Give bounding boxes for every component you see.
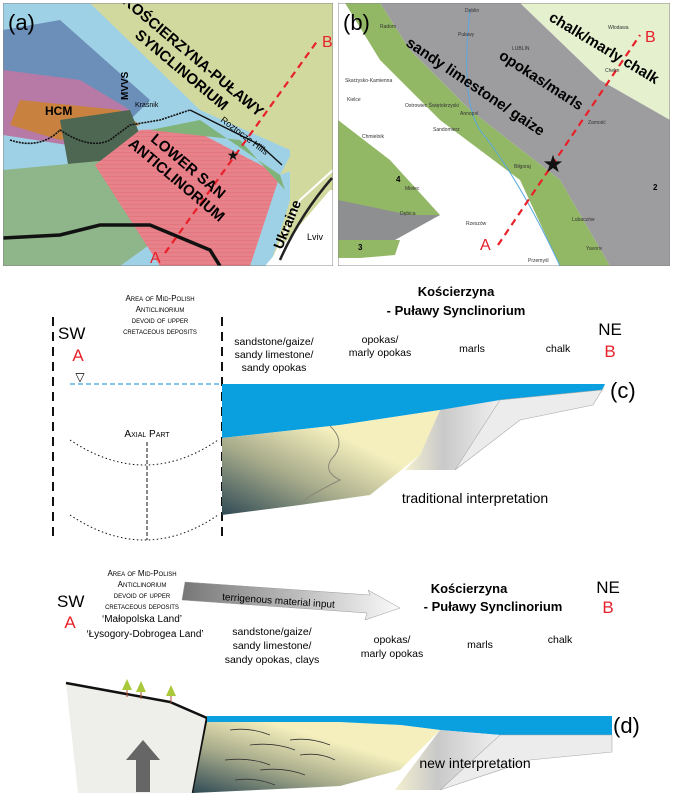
town-label: Puławy bbox=[458, 32, 475, 38]
town-label: Biłgoraj bbox=[514, 164, 531, 170]
town-label: Rzeszów bbox=[466, 221, 487, 227]
water-level-icon: ▽ bbox=[75, 370, 85, 384]
point-b-label: B bbox=[602, 598, 613, 617]
area-text: Area of Mid-Polish bbox=[107, 569, 176, 578]
town-label: Lubaczów bbox=[572, 217, 595, 223]
area-text: Anticlinorium bbox=[136, 305, 185, 314]
town-label: Dęblin bbox=[465, 8, 479, 14]
hcm-label: HCM bbox=[45, 104, 72, 118]
ne-label: NE bbox=[596, 578, 620, 597]
town-label: Ostrowiec Świętokrzyski bbox=[405, 101, 459, 109]
uplift-arrow-icon bbox=[126, 740, 160, 792]
column-label: sandstone/gaize/ bbox=[234, 336, 313, 348]
town-label: Skarżysko-Kamienna bbox=[345, 78, 392, 84]
column-label: chalk bbox=[546, 343, 571, 355]
column-label: marls bbox=[459, 343, 485, 355]
section-title: Kościerzyna bbox=[431, 581, 508, 596]
caption-d: new interpretation bbox=[419, 755, 530, 771]
town-label: Chmielnik bbox=[362, 134, 384, 140]
panel-label-c: (c) bbox=[610, 378, 636, 403]
column-label: sandy limestone/ bbox=[235, 349, 314, 361]
point-a-label: A bbox=[64, 613, 76, 632]
town-label: Sandomierz bbox=[433, 127, 460, 133]
area-text: devoid of upper bbox=[114, 591, 171, 600]
land-block bbox=[66, 683, 207, 793]
water-body bbox=[207, 716, 612, 735]
water-body bbox=[222, 384, 605, 438]
column-label: marls bbox=[467, 639, 493, 651]
column-label: sandy opokas, clays bbox=[225, 654, 320, 666]
column-label: marly opokas bbox=[361, 648, 423, 660]
column-label: opokas/ bbox=[374, 634, 411, 646]
point-b-label: B bbox=[604, 342, 615, 361]
area-text: cretaceous deposits bbox=[105, 602, 179, 611]
point-a-label: A bbox=[72, 346, 84, 365]
town-label: Zamość bbox=[588, 120, 606, 126]
mvvs-label: MVVS bbox=[120, 71, 131, 100]
column-label: sandstone/gaize/ bbox=[232, 626, 311, 638]
region-number: 4 bbox=[396, 175, 401, 184]
caption-c: traditional interpretation bbox=[402, 490, 548, 506]
section-line-a-b bbox=[164, 39, 319, 254]
area-text: cretaceous deposits bbox=[123, 327, 197, 336]
axial-part-label: Axial Part bbox=[124, 429, 170, 440]
star-icon: ★ bbox=[542, 151, 564, 178]
town-label: Yavoriv bbox=[586, 246, 603, 252]
section-title: - Puławy Synclinorium bbox=[387, 303, 526, 318]
point-a-label: A bbox=[150, 250, 161, 267]
panel-label-a: (a) bbox=[8, 10, 35, 35]
town-label: Mielec bbox=[405, 186, 420, 192]
section-title: - Puławy Synclinorium bbox=[424, 599, 563, 614]
panel-label-b: (b) bbox=[343, 10, 370, 35]
column-label: marly opokas bbox=[349, 347, 411, 359]
town-label: Dębica bbox=[400, 211, 416, 217]
column-label: sandy opokas bbox=[242, 362, 307, 374]
area-text: Anticlinorium bbox=[118, 580, 167, 589]
town-label: Chełm bbox=[605, 68, 619, 74]
area-text: Area of Mid-Polish bbox=[125, 294, 194, 303]
map-panel-b: ★ (b) chalk/marly chalk opokas/marls san… bbox=[338, 3, 670, 266]
cross-section-d: terrigenous material input SW A Area of … bbox=[57, 569, 640, 794]
cross-section-c: ▽ Area of Mid-Polish Anticlinorium devoi… bbox=[52, 284, 636, 541]
tree-icons bbox=[122, 679, 176, 703]
section-title: Kościerzyna bbox=[418, 284, 495, 299]
map-panel-a: ★ (a) KOŚCIERZYNA-PUŁAWY SYNCLINORIUM LO… bbox=[3, 3, 333, 267]
star-icon: ★ bbox=[227, 147, 240, 163]
region-number: 2 bbox=[653, 183, 658, 192]
town-label: Kielce bbox=[347, 97, 361, 103]
sw-label: SW bbox=[57, 592, 84, 611]
point-b-label: B bbox=[322, 34, 333, 51]
sandstone-unit bbox=[222, 410, 440, 515]
town-label: Włodawa bbox=[608, 25, 629, 31]
terrigenous-arrow bbox=[181, 581, 401, 621]
town-label: Annopol bbox=[460, 111, 478, 117]
land-label: ‘Łysogory-Dobrogea Land’ bbox=[86, 629, 203, 640]
area-text: devoid of upper bbox=[132, 316, 189, 325]
krasnik-label: Kraśnik bbox=[135, 102, 159, 109]
column-label: sandy limestone/ bbox=[233, 640, 312, 652]
point-a-label: A bbox=[480, 237, 491, 254]
region-number: 3 bbox=[358, 243, 363, 252]
ne-label: NE bbox=[598, 320, 622, 339]
land-label: ‘Małopolska Land’ bbox=[102, 614, 182, 625]
panel-label-d: (d) bbox=[613, 713, 640, 738]
sandstone-unit bbox=[193, 722, 440, 793]
town-label: LUBLIN bbox=[512, 46, 530, 52]
town-label: Przemyśl bbox=[528, 258, 549, 264]
lviv-label: Lviv bbox=[307, 232, 324, 242]
point-b-label: B bbox=[645, 29, 656, 46]
column-label: opokas/ bbox=[362, 334, 399, 346]
town-label: Radom bbox=[380, 24, 396, 30]
column-label: chalk bbox=[548, 634, 573, 646]
sw-label: SW bbox=[58, 324, 85, 343]
